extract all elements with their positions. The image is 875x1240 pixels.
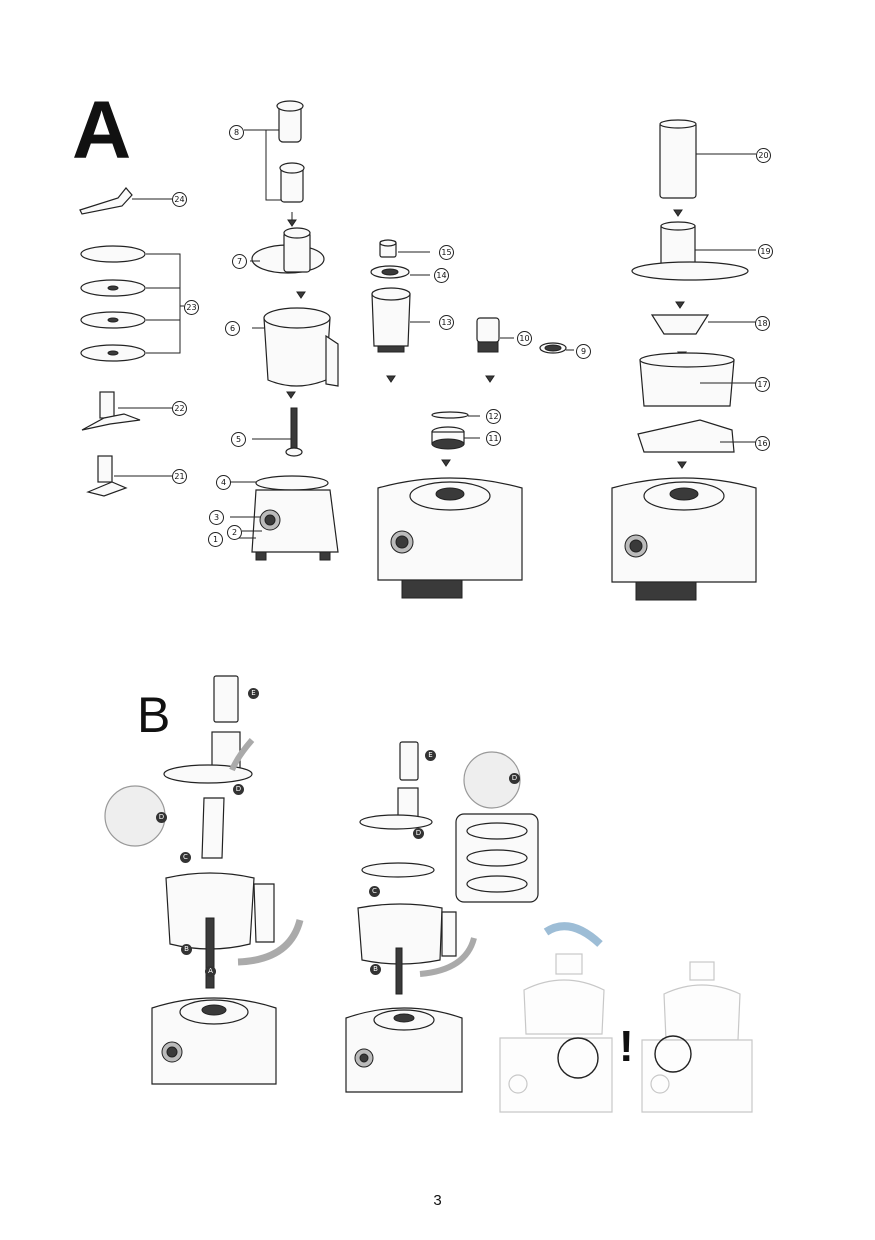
callout-23: 23 [184, 300, 199, 315]
callout-8: 8 [229, 125, 244, 140]
callout-10: 10 [517, 331, 532, 346]
callout-19: 19 [758, 244, 773, 259]
page-number: 3 [433, 1192, 442, 1209]
callout-20: 20 [756, 148, 771, 163]
b-assembly-2 [345, 741, 539, 1093]
callout-1: 1 [208, 532, 223, 547]
mini-chopper-10 [476, 317, 514, 383]
warning-mark: ! [619, 1022, 634, 1071]
lid-7 [250, 227, 325, 274]
step-b-marker: B [181, 944, 192, 955]
callout-7: 7 [232, 254, 247, 269]
section-a-label: A [72, 85, 132, 176]
step-d-marker-detail: D [156, 812, 167, 823]
callout-4: 4 [216, 475, 231, 490]
bowl-6 [252, 307, 339, 387]
callout-21: 21 [172, 469, 187, 484]
dough-hook-21 [86, 455, 172, 497]
callout-15: 15 [439, 245, 454, 260]
motor-base [230, 475, 339, 561]
step-d-marker: D [233, 784, 244, 795]
callout-22: 22 [172, 401, 187, 416]
discs-23 [80, 245, 184, 362]
callout-11: 11 [486, 431, 501, 446]
grinder-parts [370, 239, 430, 383]
b-assembly-faded [499, 922, 753, 1113]
callout-12: 12 [486, 409, 501, 424]
callout-16: 16 [755, 436, 770, 451]
callout-9: 9 [576, 344, 591, 359]
pushers-8 [244, 100, 305, 203]
callout-2: 2 [227, 525, 242, 540]
callout-3: 3 [209, 510, 224, 525]
step-d-marker-3: D [413, 828, 424, 839]
step-c-marker: C [180, 852, 191, 863]
step-d-marker-2: D [509, 773, 520, 784]
base-a-mid [377, 477, 523, 599]
b-assembly-1 [104, 675, 304, 1085]
callout-24: 24 [172, 192, 187, 207]
shaft-5 [252, 407, 303, 457]
callout-17: 17 [755, 377, 770, 392]
base-a-right [611, 477, 757, 601]
spatula-24 [79, 187, 172, 215]
step-a-marker: A [205, 966, 216, 977]
juicer-parts [631, 119, 756, 469]
step-c-marker-2: C [369, 886, 380, 897]
callout-14: 14 [434, 268, 449, 283]
callout-5: 5 [231, 432, 246, 447]
step-e-marker: E [248, 688, 259, 699]
callout-13: 13 [439, 315, 454, 330]
section-b-label: B [137, 687, 171, 743]
step-e-marker-2: E [425, 750, 436, 761]
ring-9 [539, 342, 574, 354]
adapter-11-12 [431, 411, 480, 467]
step-b-marker-2: B [370, 964, 381, 975]
callout-18: 18 [755, 316, 770, 331]
blade-22 [81, 391, 172, 431]
callout-6: 6 [225, 321, 240, 336]
